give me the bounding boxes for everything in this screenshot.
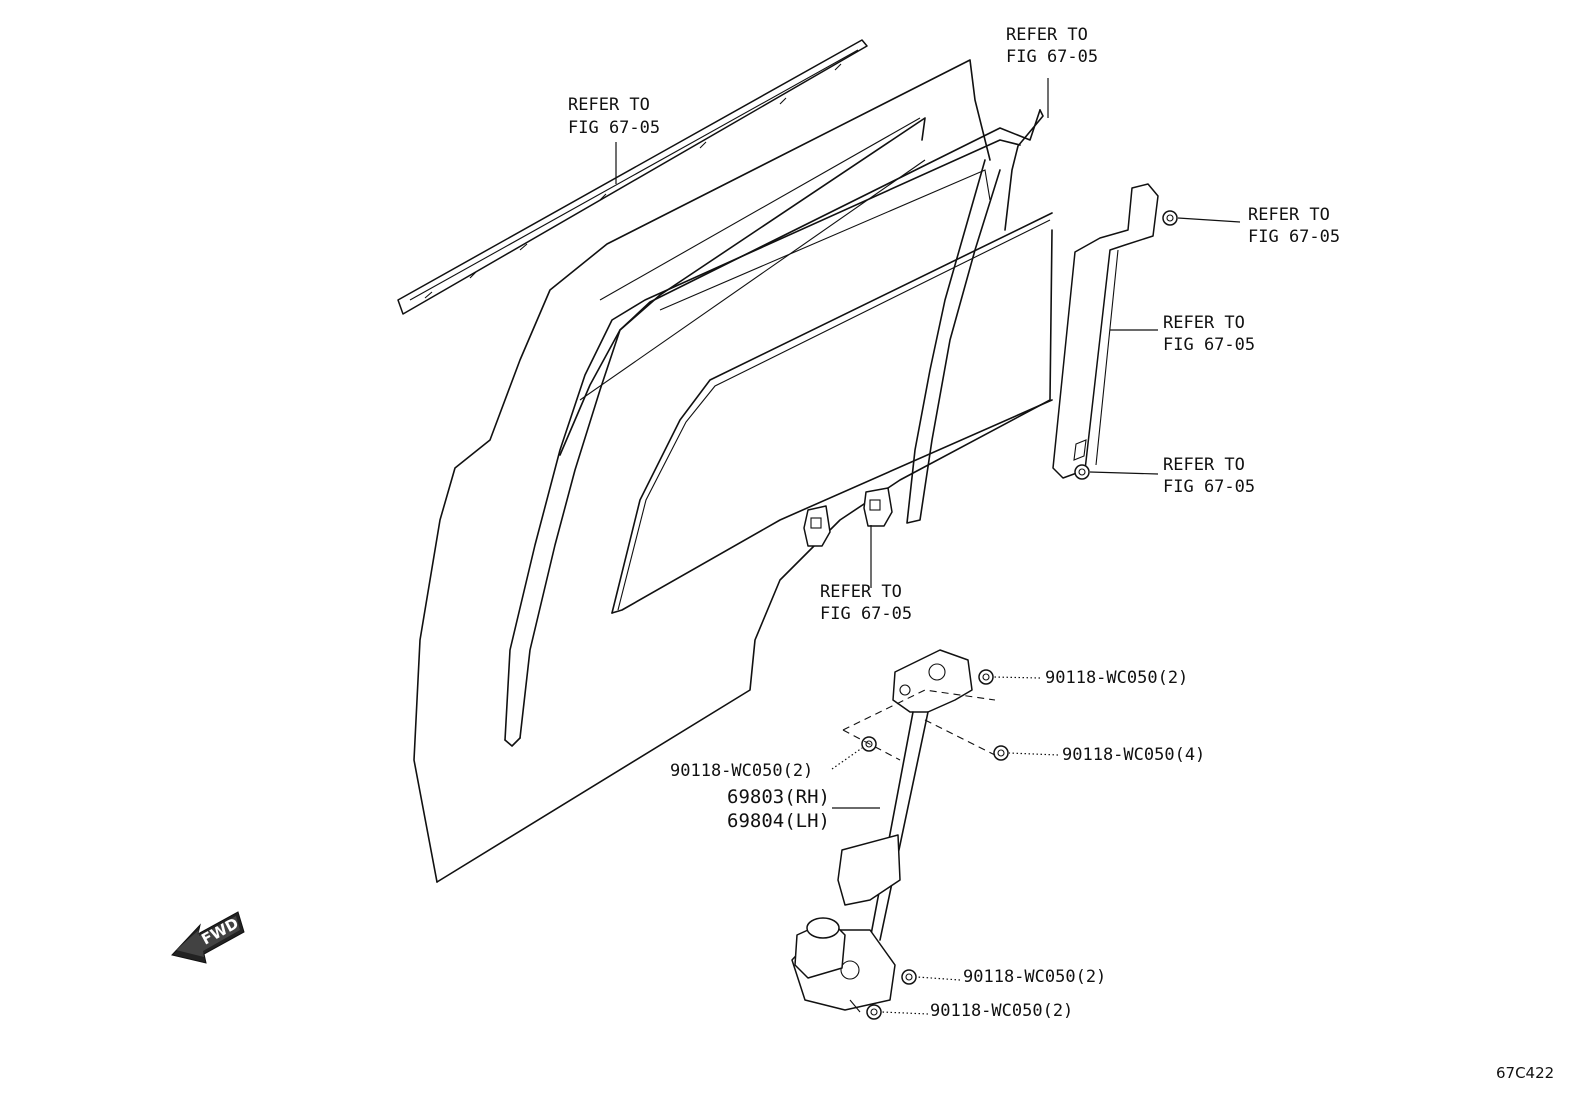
callout-channel-bolt-top: REFER TO FIG 67-05 bbox=[1248, 205, 1340, 247]
mounting-line bbox=[842, 689, 996, 731]
door-glass bbox=[611, 212, 1053, 614]
svg-text:FIG 67-05: FIG 67-05 bbox=[1163, 477, 1255, 497]
svg-text:REFER TO: REFER TO bbox=[1163, 455, 1245, 475]
mounting-line bbox=[842, 719, 996, 761]
callout-belt-moulding: REFER TO FIG 67-05 bbox=[568, 95, 660, 138]
svg-text:REFER TO: REFER TO bbox=[1248, 205, 1330, 225]
svg-text:FIG 67-05: FIG 67-05 bbox=[820, 604, 912, 624]
belt-moulding bbox=[397, 39, 868, 315]
callout-channel: REFER TO FIG 67-05 bbox=[1163, 313, 1255, 355]
svg-text:FIG 67-05: FIG 67-05 bbox=[568, 118, 660, 138]
callout-channel-bolt-bottom: REFER TO FIG 67-05 bbox=[1163, 455, 1255, 497]
figure-code: 67C422 bbox=[1496, 1064, 1554, 1082]
svg-text:REFER TO: REFER TO bbox=[820, 582, 902, 602]
bolt-label-left: 90118-WC050(2) bbox=[670, 761, 813, 781]
bolt-icon bbox=[866, 1004, 882, 1020]
bolt-icon bbox=[901, 969, 917, 985]
bolt-icon bbox=[1162, 210, 1178, 226]
callout-glass-clips: REFER TO FIG 67-05 bbox=[820, 582, 912, 624]
svg-text:REFER TO: REFER TO bbox=[568, 95, 650, 115]
leader-lines bbox=[615, 78, 1241, 1015]
bolt-icon bbox=[1074, 464, 1090, 480]
svg-text:FIG 67-05: FIG 67-05 bbox=[1248, 227, 1340, 247]
bolt-label-upper-right: 90118-WC050(2) bbox=[1045, 668, 1188, 688]
regulator-label-lh: 69804(LH) bbox=[727, 810, 830, 832]
svg-text:REFER TO: REFER TO bbox=[1163, 313, 1245, 333]
svg-text:FIG 67-05: FIG 67-05 bbox=[1006, 47, 1098, 67]
door-outer-panel bbox=[413, 59, 1053, 883]
callout-top-frame: REFER TO FIG 67-05 bbox=[1006, 25, 1098, 67]
regulator-label-rh: 69803(RH) bbox=[727, 786, 830, 808]
svg-text:REFER TO: REFER TO bbox=[1006, 25, 1088, 45]
bolt-icon bbox=[978, 669, 994, 685]
bolt-label-mid-right: 90118-WC050(4) bbox=[1062, 745, 1205, 765]
bolt-label-motor-lower: 90118-WC050(2) bbox=[930, 1001, 1073, 1021]
glass-clips bbox=[803, 487, 893, 547]
bolt-icon bbox=[993, 745, 1009, 761]
rear-run-channel bbox=[1052, 183, 1159, 479]
fwd-arrow-icon: FWD bbox=[171, 911, 245, 964]
svg-text:FIG 67-05: FIG 67-05 bbox=[1163, 335, 1255, 355]
door-frame-channel bbox=[504, 109, 1044, 747]
bolt-label-motor-upper: 90118-WC050(2) bbox=[963, 967, 1106, 987]
